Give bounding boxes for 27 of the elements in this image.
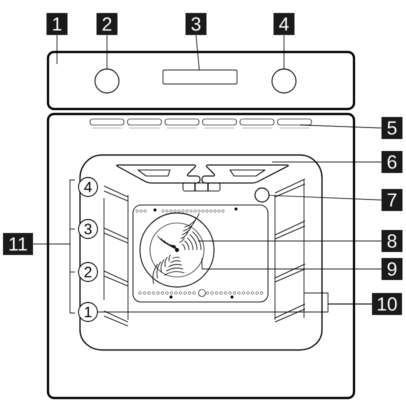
callout-number: 8	[382, 230, 402, 252]
knob	[94, 68, 120, 94]
leader-line	[98, 304, 372, 312]
callout-number: 2	[96, 13, 118, 35]
shelf-number: 4	[78, 177, 98, 197]
callout-number: 6	[382, 151, 402, 173]
knob	[272, 68, 296, 94]
leader-line	[269, 194, 382, 200]
callout-number: 1	[46, 13, 68, 35]
leader-line	[56, 34, 58, 64]
leader-line	[196, 34, 200, 70]
display	[162, 70, 238, 84]
shelf-number: 2	[78, 262, 98, 282]
leader-line	[198, 240, 382, 242]
callout-number: 3	[186, 13, 206, 35]
shelf-number: 1	[78, 302, 98, 322]
callout-number: 5	[382, 117, 402, 139]
callout-number: 4	[274, 13, 294, 35]
leader-line	[106, 34, 108, 69]
lamp	[254, 188, 270, 202]
leader-line	[202, 258, 382, 270]
callout-number: 11	[3, 233, 33, 255]
callout-number: 9	[382, 258, 402, 280]
callout-number: 7	[382, 189, 402, 211]
callout-number: 10	[372, 293, 402, 315]
shelf-number: 3	[78, 219, 98, 239]
leader-line	[300, 124, 382, 128]
